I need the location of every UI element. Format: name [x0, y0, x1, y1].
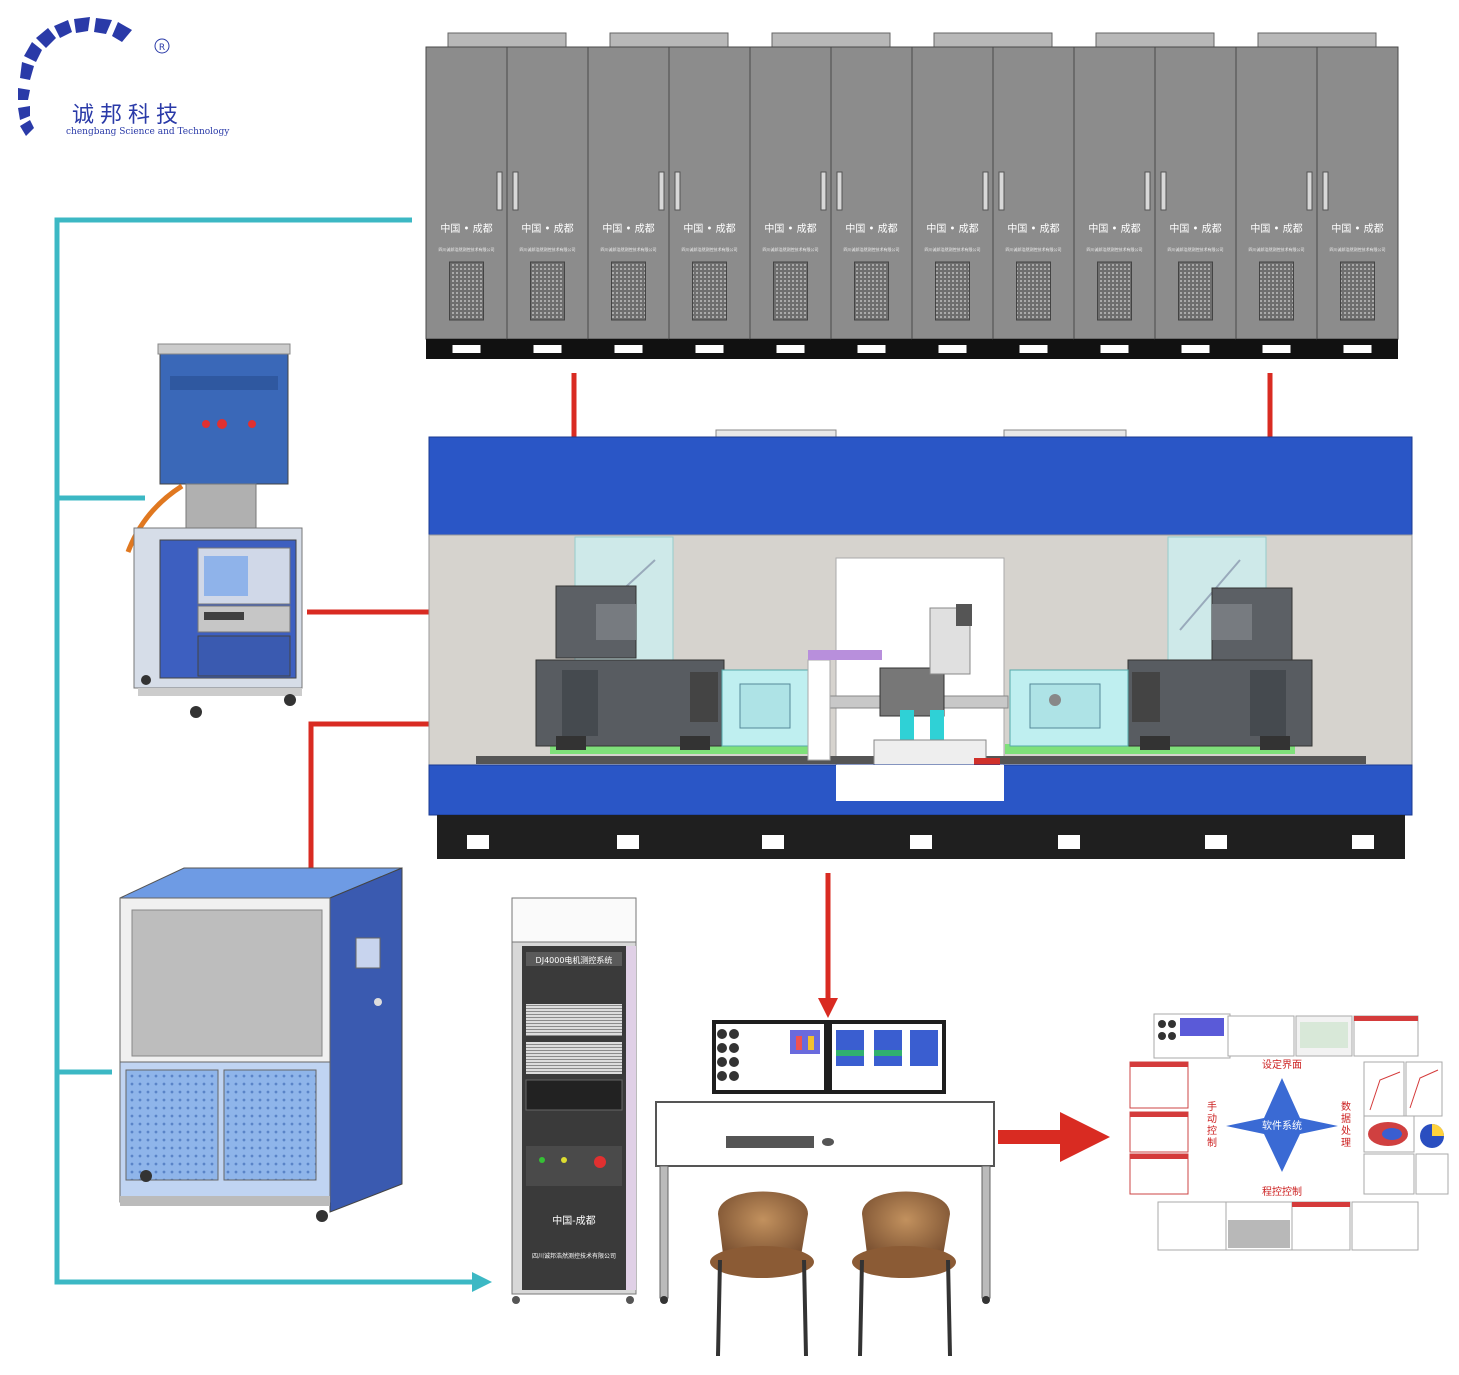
software-setup-label: 设定界面	[1262, 1058, 1302, 1071]
cabinet-company: 四川诚邦浩然测控技术有限公司	[1330, 246, 1386, 252]
rack-label-cn: 中国-成都	[552, 1214, 595, 1227]
cabinet-company: 四川诚邦浩然测控技术有限公司	[1087, 246, 1143, 252]
gearbox-under-test	[879, 604, 972, 740]
right-motor	[1127, 587, 1313, 750]
cabinet-label: 中国 • 成都	[602, 222, 654, 235]
cabinet-company: 四川诚邦浩然测控技术有限公司	[439, 246, 495, 252]
cooling-cabinet	[119, 867, 403, 1222]
cabinet-label: 中国 • 成都	[1250, 222, 1302, 235]
software-manual-label: 手动控制	[1207, 1100, 1217, 1149]
logo-name-cn: 诚邦科技	[72, 103, 184, 128]
battery-simulator-cabinet	[125, 343, 303, 718]
dynamometer-test-bed	[428, 429, 1413, 859]
operator-workstation	[655, 1020, 995, 1357]
cabinet-label: 中国 • 成都	[764, 222, 816, 235]
cabinet-label: 中国 • 成都	[440, 222, 492, 235]
software-center-label: 软件系统	[1262, 1119, 1302, 1132]
cabinet-company: 四川诚邦浩然测控技术有限公司	[682, 246, 738, 252]
rack-title: DJ4000电机测控系统	[536, 955, 613, 965]
cabinet-label: 中国 • 成都	[845, 222, 897, 235]
software-star	[1226, 1078, 1338, 1172]
cabinet-label: 中国 • 成都	[1169, 222, 1221, 235]
cabinet-company: 四川诚邦浩然测控技术有限公司	[925, 246, 981, 252]
software-data-label: 数据处理	[1341, 1100, 1351, 1149]
logo-name-en: chengbang Science and Technology	[66, 127, 230, 137]
cabinet-company: 四川诚邦浩然测控技术有限公司	[1249, 246, 1305, 252]
cabinet-label: 中国 • 成都	[521, 222, 573, 235]
software-system-overview: 软件系统 设定界面 程控控制 手动控制 数据处理	[1129, 1013, 1449, 1251]
cabinet-label: 中国 • 成都	[1331, 222, 1383, 235]
software-program-label: 程控控制	[1262, 1185, 1302, 1198]
cabinet-company: 四川诚邦浩然测控技术有限公司	[601, 246, 657, 252]
rack-company: 四川诚邦浩然测控技术有限公司	[532, 1252, 616, 1260]
company-logo: R 诚邦科技 chengbang Science and Technology	[18, 17, 230, 137]
cabinet-company: 四川诚邦浩然测控技术有限公司	[763, 246, 819, 252]
cabinet-label: 中国 • 成都	[1007, 222, 1059, 235]
cabinet-company: 四川诚邦浩然测控技术有限公司	[844, 246, 900, 252]
logo-fan-icon	[18, 17, 132, 136]
chair-right	[852, 1191, 956, 1357]
connector-arrowhead	[472, 1272, 492, 1292]
cabinet-company: 四川诚邦浩然测控技术有限公司	[520, 246, 576, 252]
cabinet-company: 四川诚邦浩然测控技术有限公司	[1006, 246, 1062, 252]
registered-text: R	[159, 43, 165, 53]
connector-lines	[54, 217, 480, 1285]
chair-left	[710, 1191, 814, 1357]
left-motor	[535, 585, 725, 750]
registered-mark	[154, 38, 170, 54]
cabinet-label: 中国 • 成都	[1088, 222, 1140, 235]
cabinet-company: 四川诚邦浩然测控技术有限公司	[1168, 246, 1224, 252]
left-torque-unit	[721, 669, 809, 747]
control-rack: DJ4000电机测控系统 中国-成都 四川诚邦浩然测控技术有限公司	[511, 897, 637, 1304]
cabinet-label: 中国 • 成都	[683, 222, 735, 235]
cabinet-label: 中国 • 成都	[926, 222, 978, 235]
right-torque-unit	[1009, 669, 1129, 747]
